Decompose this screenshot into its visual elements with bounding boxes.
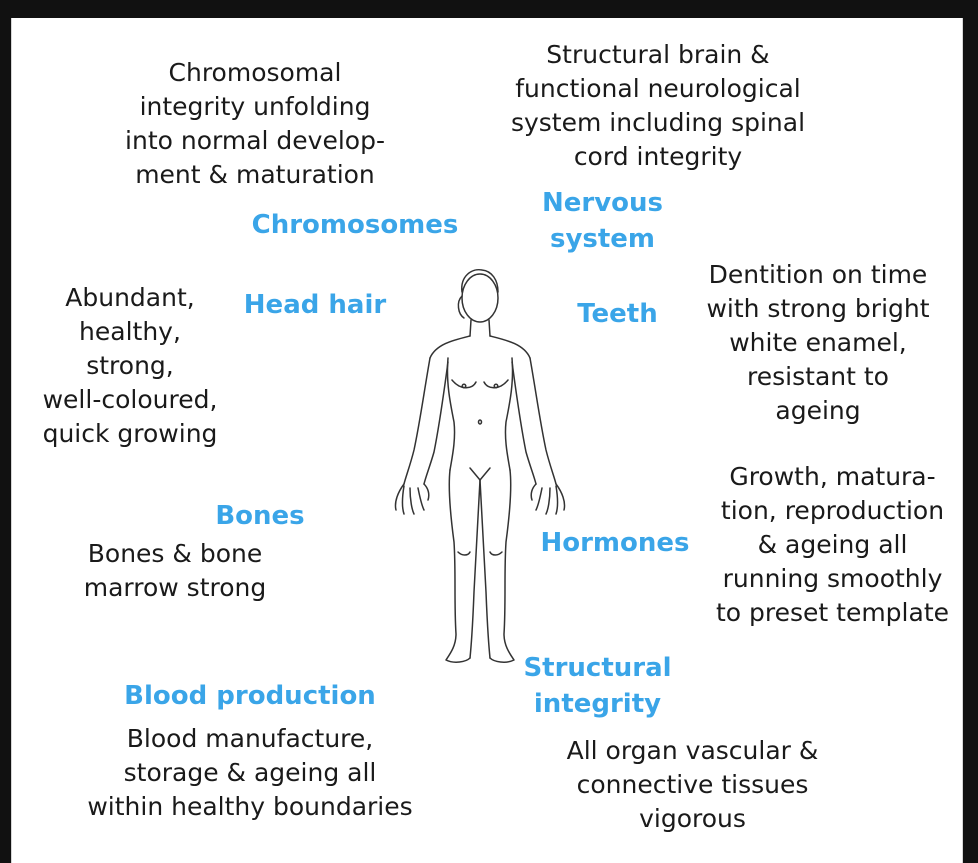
- human-body-outline-icon: [370, 262, 590, 682]
- blood-production-label: Blood production: [105, 678, 395, 714]
- frame-top-border: [0, 0, 978, 18]
- chromosomes-description: Chromosomal integrity unfolding into nor…: [95, 56, 415, 192]
- teeth-description: Dentition on time with strong bright whi…: [688, 258, 948, 428]
- bones-label: Bones: [195, 498, 325, 534]
- nervous-system-label: Nervous system: [510, 185, 695, 257]
- hormones-description: Growth, matura- tion, reproduction & age…: [700, 460, 965, 630]
- frame-left-border: [0, 18, 11, 863]
- chromosomes-label: Chromosomes: [230, 207, 480, 243]
- structural-integrity-description: All organ vascular & connective tissues …: [540, 734, 845, 836]
- blood-production-description: Blood manufacture, storage & ageing all …: [55, 722, 445, 824]
- nervous-system-description: Structural brain & functional neurologic…: [488, 38, 828, 174]
- frame-right-border: [963, 18, 978, 863]
- bones-description: Bones & bone marrow strong: [60, 537, 290, 605]
- head-hair-description: Abundant, healthy, strong, well-coloured…: [20, 281, 240, 451]
